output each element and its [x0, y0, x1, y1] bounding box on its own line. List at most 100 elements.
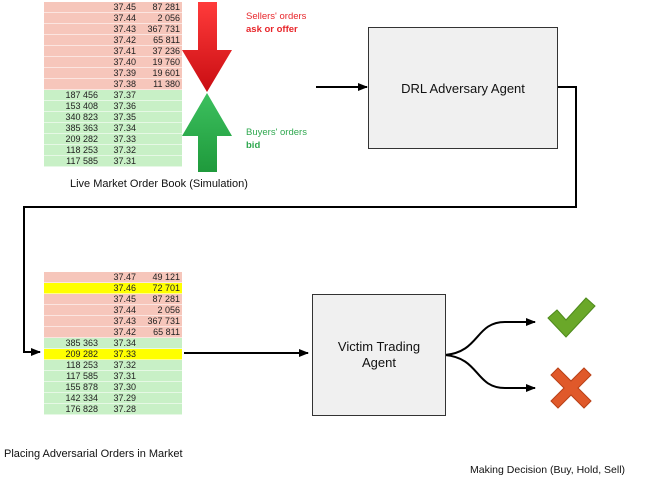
ask-volume-cell	[138, 359, 182, 371]
arrow-victim-to-sell	[444, 354, 536, 392]
bid-volume-cell	[44, 23, 100, 35]
bid-volume-cell	[44, 78, 100, 90]
bid-price-cell: 37.29	[100, 392, 138, 404]
ask-price-cell: 37.44	[100, 304, 138, 316]
ask-volume-cell	[138, 381, 182, 393]
bid-volume-cell	[44, 45, 100, 57]
ask-volume-cell: 367 731	[138, 315, 182, 327]
ask-volume-cell: 65 811	[138, 34, 182, 46]
bid-price-cell: 37.37	[100, 89, 138, 101]
bid-price-cell: 37.33	[100, 133, 138, 145]
bid-volume-cell: 118 253	[44, 144, 100, 156]
buy-arrow-icon	[182, 93, 232, 172]
ask-volume-cell	[138, 144, 182, 156]
ask-volume-cell	[138, 403, 182, 415]
bid-volume-cell	[44, 282, 100, 294]
ask-volume-cell: 72 701	[138, 282, 182, 294]
cross-icon	[550, 367, 592, 409]
bid-volume-cell: 187 456	[44, 89, 100, 101]
bid-volume-cell	[44, 2, 100, 13]
ask-price-cell: 37.42	[100, 326, 138, 338]
ask-price-cell: 37.42	[100, 34, 138, 46]
ask-price-cell: 37.44	[100, 12, 138, 24]
bid-volume-cell: 153 408	[44, 100, 100, 112]
ask-volume-cell	[138, 133, 182, 145]
bid-price-cell: 37.32	[100, 144, 138, 156]
ask-volume-cell: 87 281	[138, 2, 182, 13]
ask-price-cell: 37.43	[100, 315, 138, 327]
ask-price-cell: 37.38	[100, 78, 138, 90]
check-icon	[547, 297, 596, 338]
ask-volume-cell: 19 760	[138, 56, 182, 68]
ask-price-cell: 37.43	[100, 23, 138, 35]
sellers-label: Sellers' orders ask or offer	[246, 11, 307, 35]
bid-price-cell: 37.28	[100, 403, 138, 415]
bid-volume-cell: 209 282	[44, 348, 100, 360]
ask-volume-cell	[138, 89, 182, 101]
ask-volume-cell	[138, 370, 182, 382]
bottom-book-caption: Placing Adversarial Orders in Market	[4, 448, 183, 460]
bid-volume-cell	[44, 315, 100, 327]
ask-volume-cell: 367 731	[138, 23, 182, 35]
bid-volume-cell	[44, 67, 100, 79]
bid-volume-cell: 385 363	[44, 122, 100, 134]
bid-price-cell: 37.30	[100, 381, 138, 393]
bid-price-cell: 37.31	[100, 370, 138, 382]
ask-price-cell: 37.45	[100, 2, 138, 13]
ask-volume-cell: 2 056	[138, 304, 182, 316]
ask-volume-cell: 2 056	[138, 12, 182, 24]
ask-volume-cell: 11 380	[138, 78, 182, 90]
bid-volume-cell: 117 585	[44, 155, 100, 167]
ask-volume-cell: 87 281	[138, 293, 182, 305]
bid-volume-cell	[44, 12, 100, 24]
bid-volume-cell: 176 828	[44, 403, 100, 415]
bid-volume-cell: 142 334	[44, 392, 100, 404]
ask-price-cell: 37.47	[100, 272, 138, 283]
ask-volume-cell	[138, 122, 182, 134]
bid-price-cell: 37.32	[100, 359, 138, 371]
ask-volume-cell: 19 601	[138, 67, 182, 79]
bid-volume-cell: 155 878	[44, 381, 100, 393]
ask-volume-cell: 37 236	[138, 45, 182, 57]
ask-volume-cell	[138, 392, 182, 404]
drl-adversary-agent-box: DRL Adversary Agent	[368, 27, 558, 149]
bid-volume-cell	[44, 34, 100, 46]
bid-volume-cell: 340 823	[44, 111, 100, 123]
bid-volume-cell	[44, 293, 100, 305]
bid-volume-cell	[44, 326, 100, 338]
ask-volume-cell	[138, 100, 182, 112]
arrow-victim-to-buy	[444, 318, 536, 356]
bid-price-cell: 37.33	[100, 348, 138, 360]
ask-volume-cell	[138, 348, 182, 360]
bid-price-cell: 37.36	[100, 100, 138, 112]
bid-price-cell: 37.34	[100, 337, 138, 349]
bid-volume-cell	[44, 272, 100, 283]
ask-volume-cell	[138, 111, 182, 123]
ask-volume-cell	[138, 155, 182, 167]
